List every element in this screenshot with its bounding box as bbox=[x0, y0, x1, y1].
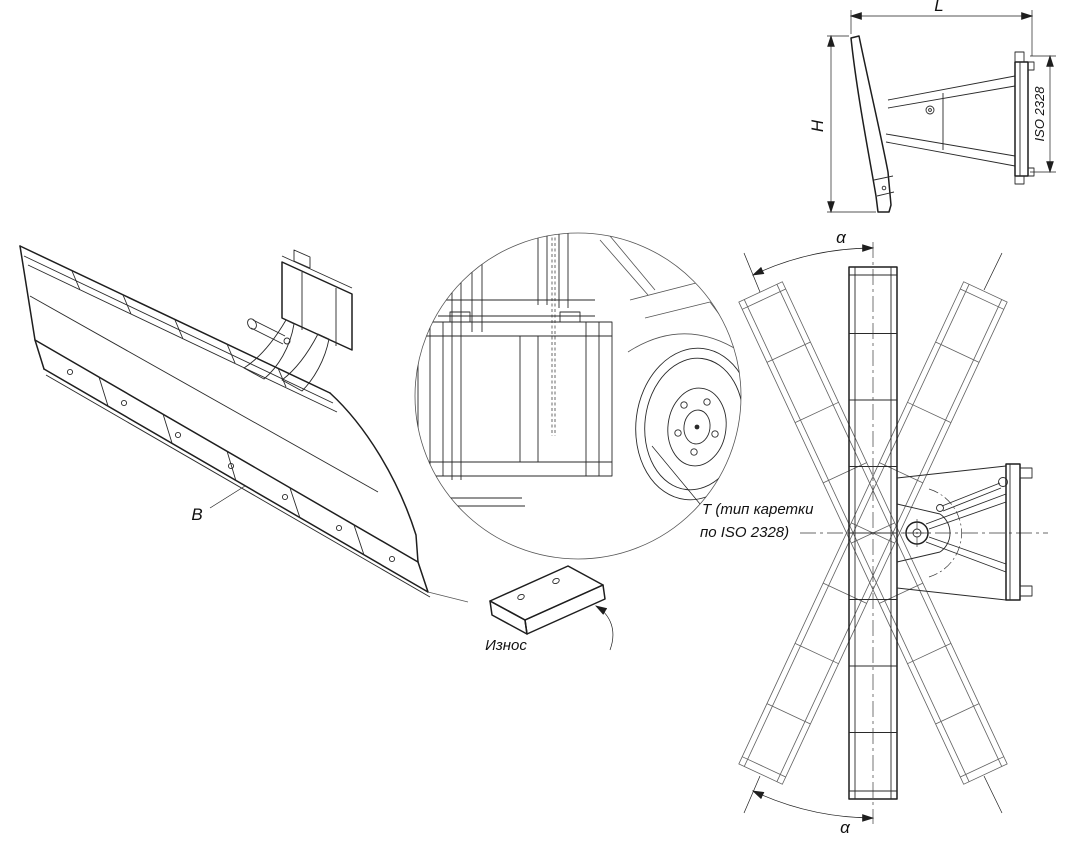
forklift-mast bbox=[438, 233, 656, 480]
view-isometric: B bbox=[19, 245, 469, 603]
wear-arrow bbox=[594, 605, 614, 651]
carriage-note-line1: Т (тип каретки bbox=[702, 501, 814, 518]
dim-label-iso2328: ISO 2328 bbox=[1032, 86, 1047, 142]
angle-label-top: α bbox=[836, 228, 847, 247]
side-dim-height: H bbox=[808, 34, 876, 214]
view-carriage-detail: Т (тип каретки по ISO 2328) bbox=[414, 232, 814, 560]
iso-wear-strip bbox=[34, 339, 469, 603]
iso-dim-width: B bbox=[191, 485, 246, 524]
fork-carriage bbox=[417, 311, 613, 507]
view-plan: α α bbox=[738, 228, 1048, 837]
side-blade-profile bbox=[850, 35, 895, 213]
dim-label-L: L bbox=[934, 0, 943, 15]
front-tire bbox=[635, 347, 741, 501]
plan-angle-dim-top: α bbox=[743, 228, 1003, 293]
side-carriage-plate bbox=[1014, 51, 1035, 185]
angle-label-bottom: α bbox=[840, 818, 851, 837]
view-wear-detail: Износ bbox=[485, 565, 614, 654]
carriage-note-leader bbox=[651, 445, 701, 505]
wear-plate bbox=[489, 565, 606, 635]
plan-angle-dim-bottom: α bbox=[743, 775, 1003, 837]
plan-rotator-mount bbox=[896, 463, 1033, 601]
view-side: L H ISO 2328 bbox=[808, 0, 1056, 214]
iso-mount-bracket bbox=[243, 249, 353, 392]
iso-moldboard bbox=[19, 245, 419, 563]
detail-content bbox=[417, 233, 741, 507]
carriage-note-line2: по ISO 2328) bbox=[700, 524, 789, 541]
side-dim-iso2328: ISO 2328 bbox=[1030, 54, 1056, 174]
side-mount-arm bbox=[885, 75, 1016, 167]
wear-label: Износ bbox=[485, 637, 527, 654]
dim-label-B: B bbox=[191, 505, 202, 524]
dim-label-H: H bbox=[808, 119, 827, 132]
side-dim-length: L bbox=[849, 0, 1034, 56]
detail-boundary-circle bbox=[414, 232, 742, 560]
